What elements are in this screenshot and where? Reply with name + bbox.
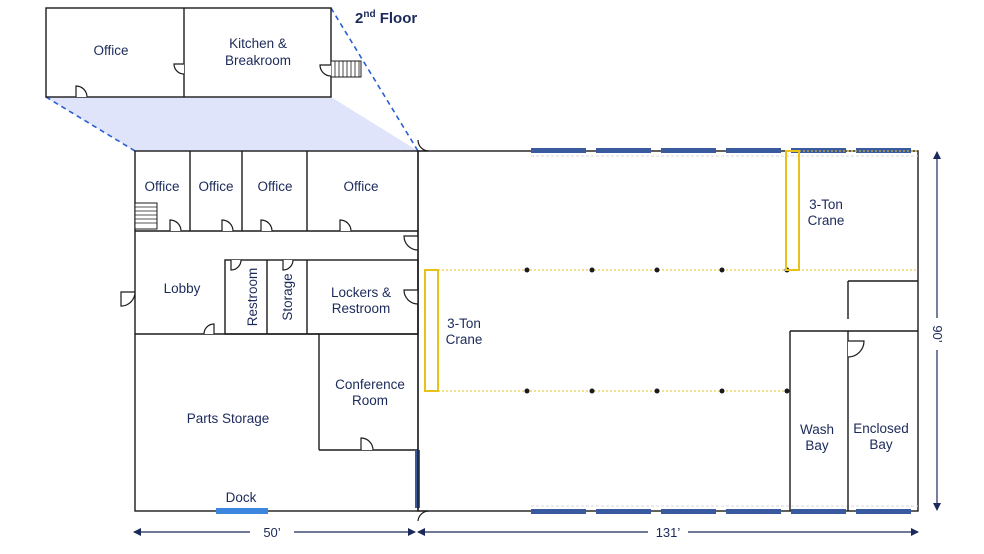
room-parts-storage: Parts Storage (187, 411, 270, 426)
depth-label: 90’ (930, 325, 945, 342)
second-floor-plan: Office Kitchen & Breakroom (45, 7, 362, 98)
floor2-office-label: Office (93, 43, 128, 58)
shop-building: 3-Ton Crane 3-Ton Crane Wash Bay Enclose… (417, 148, 919, 514)
room-lockers-1: Lockers & (331, 285, 391, 300)
office-width-label: 50’ (263, 525, 280, 540)
room-restroom: Restroom (245, 268, 260, 327)
shop-width-label: 131’ (656, 525, 681, 540)
dock-label: Dock (226, 490, 257, 505)
enclosed-bay-label-1: Enclosed (853, 421, 909, 436)
stairs-icon (330, 60, 362, 78)
room-conference-1: Conference (335, 377, 405, 392)
room-lockers-2: Restroom (332, 301, 391, 316)
floor2-kitchen-label-2: Breakroom (225, 53, 291, 68)
lower-crane-bridge (424, 269, 439, 392)
room-office-3: Office (257, 179, 292, 194)
room-lobby: Lobby (164, 281, 201, 296)
office-building: Office Office Office Office Lobby Restro… (120, 139, 430, 522)
stairs-icon (134, 202, 158, 230)
room-office-1: Office (144, 179, 179, 194)
room-office-2: Office (198, 179, 233, 194)
bottom-windows (531, 509, 911, 514)
dock-door (216, 508, 268, 514)
lower-crane-label-2: Crane (446, 332, 483, 347)
wash-bay-label-1: Wash (800, 422, 834, 437)
upper-crane-label-2: Crane (808, 213, 845, 228)
wash-bay-label-2: Bay (805, 438, 829, 453)
floor2-title: 2nd Floor (355, 9, 417, 27)
dimension-lines: 50’ 131’ 90’ (133, 151, 945, 540)
upper-crane-bridge (785, 150, 800, 271)
enclosed-bay-label-2: Bay (869, 437, 893, 452)
room-storage: Storage (280, 273, 295, 320)
columns (524, 267, 790, 394)
room-office-4: Office (343, 179, 378, 194)
room-conference-2: Room (352, 393, 388, 408)
lower-crane-label-1: 3-Ton (447, 316, 481, 331)
floor2-kitchen-label-1: Kitchen & (229, 36, 287, 51)
upper-crane-label-1: 3-Ton (809, 197, 843, 212)
